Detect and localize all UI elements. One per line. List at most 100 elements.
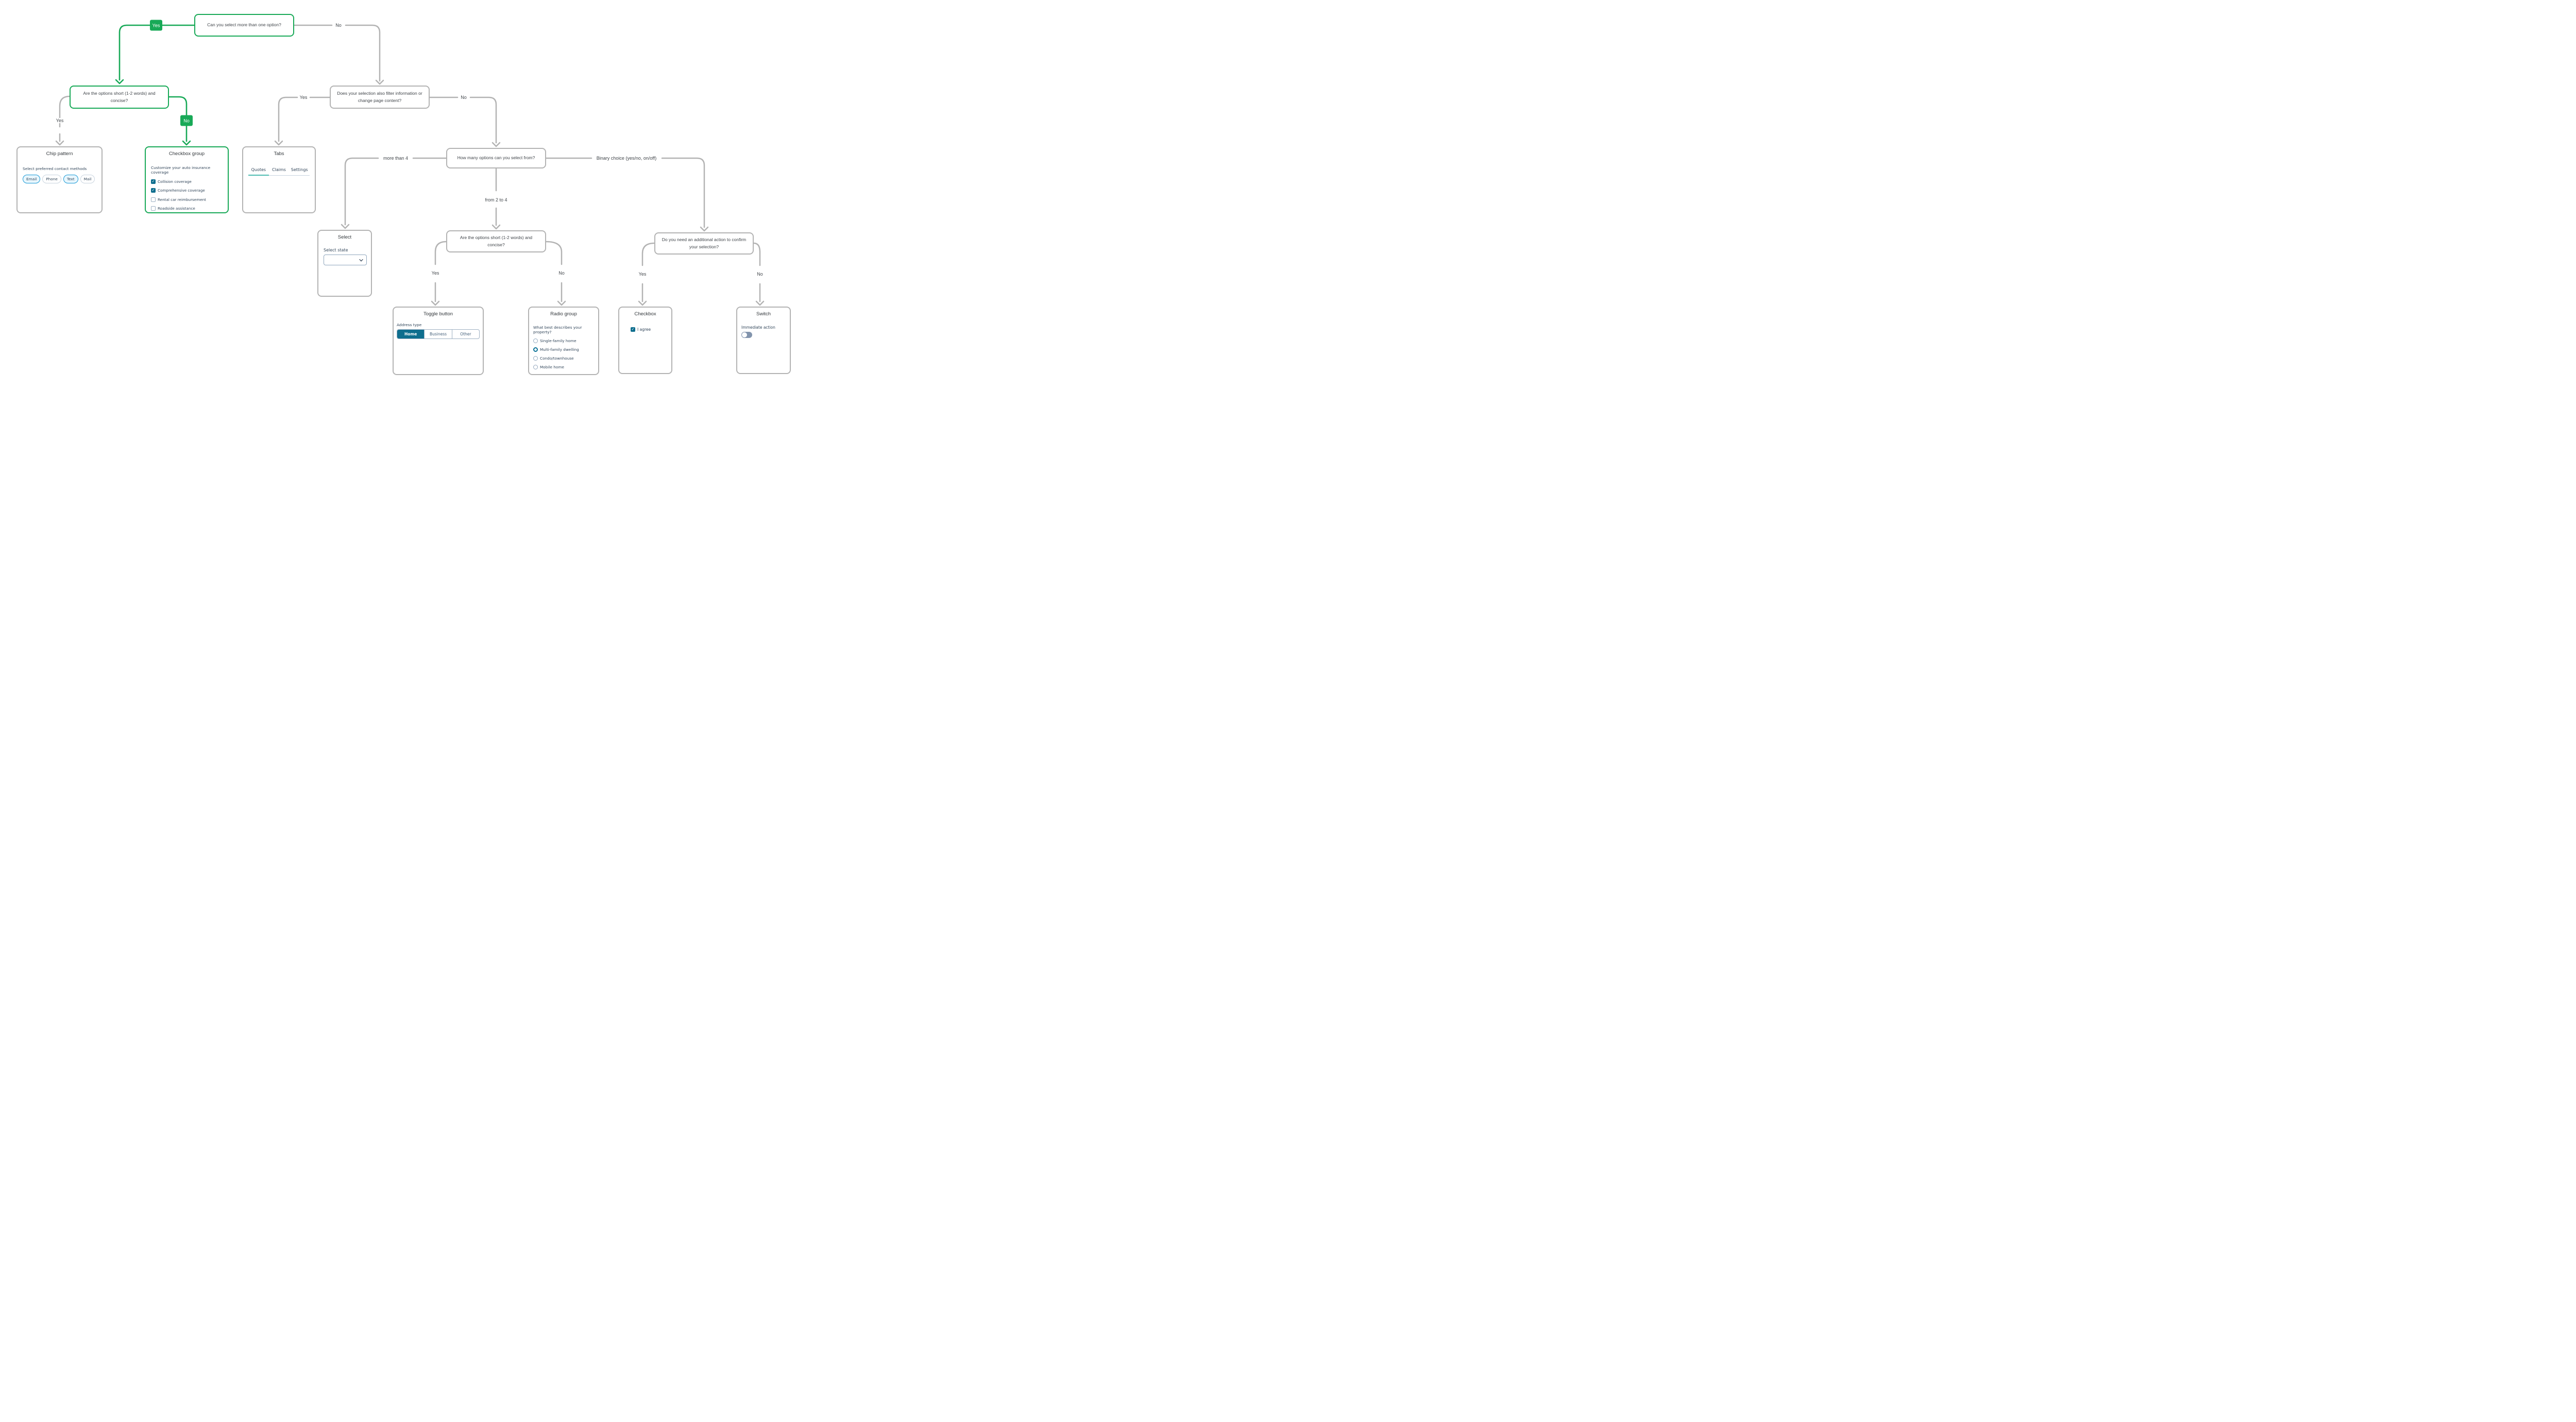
arrow-into-q-short1 bbox=[115, 79, 124, 84]
question-text: How many options can you select from? bbox=[457, 155, 535, 161]
arrow-into-q-confirm bbox=[700, 226, 709, 232]
wire-q6-yes-a bbox=[641, 242, 655, 266]
radio-option-multi-family[interactable]: Multi-family dwelling bbox=[533, 347, 594, 352]
arrow-into-checkbox bbox=[638, 300, 647, 306]
card-title: Tabs bbox=[274, 151, 284, 157]
checkbox-option-label: I agree bbox=[637, 327, 651, 332]
arrow-into-q-how-many bbox=[492, 142, 501, 147]
wire-q3-yes-b bbox=[278, 96, 298, 142]
radio-selected-icon bbox=[533, 347, 538, 352]
arrow-into-tabs bbox=[274, 140, 283, 146]
chip-pattern-card: Chip pattern Select preferred contact me… bbox=[16, 146, 103, 213]
radio-option-mobile-home[interactable]: Mobile home bbox=[533, 365, 594, 369]
question-options-short-1: Are the options short (1-2 words) and co… bbox=[70, 86, 169, 109]
branch-label-yes: Yes bbox=[54, 118, 65, 123]
wire-q5-no-a bbox=[545, 241, 563, 265]
chevron-down-icon bbox=[359, 259, 363, 262]
question-how-many-options: How many options can you select from? bbox=[446, 148, 546, 168]
radio-unselected-icon bbox=[533, 356, 538, 361]
select-card: Select Select state bbox=[317, 230, 372, 297]
wire-q1-no-b bbox=[345, 24, 381, 82]
toggle-button-group: Home Business Other bbox=[397, 329, 480, 339]
toggle-option-business[interactable]: Business bbox=[424, 330, 451, 338]
tab-claims[interactable]: Claims bbox=[268, 167, 290, 176]
checkbox-option-comprehensive[interactable]: Comprehensive coverage bbox=[151, 188, 223, 193]
branch-label-no: No bbox=[557, 270, 566, 276]
chip-text[interactable]: Text bbox=[63, 175, 78, 183]
chip-mail[interactable]: Mail bbox=[80, 175, 95, 183]
switch-toggle[interactable] bbox=[741, 332, 752, 338]
flowchart-canvas: Can you select more than one option? Are… bbox=[0, 0, 798, 383]
checkbox-option-roadside[interactable]: Roadside assistance bbox=[151, 206, 223, 211]
card-title: Toggle button bbox=[423, 311, 453, 317]
select-input[interactable] bbox=[324, 255, 367, 265]
radio-unselected-icon bbox=[533, 338, 538, 343]
green-connectors bbox=[115, 24, 195, 146]
toggle-option-other[interactable]: Other bbox=[451, 330, 479, 338]
checkbox-option-i-agree[interactable]: I agree bbox=[624, 327, 666, 332]
chip-phone[interactable]: Phone bbox=[42, 175, 61, 183]
radio-option-label: Single-family home bbox=[540, 338, 577, 343]
switch-label: Immediate action bbox=[741, 325, 775, 330]
wire-q4-left-b bbox=[344, 157, 379, 226]
checkbox-unchecked-icon bbox=[151, 197, 156, 202]
wire-q4-right-b bbox=[661, 157, 705, 228]
tab-bar: Quotes Claims Settings bbox=[248, 167, 310, 176]
checkbox-option-label: Roadside assistance bbox=[158, 206, 195, 211]
checkbox-group-card: Checkbox group Customize your auto insur… bbox=[145, 146, 229, 213]
question-text: Can you select more than one option? bbox=[207, 22, 281, 28]
checkbox-checked-icon bbox=[151, 179, 156, 184]
radio-group-card: Radio group What best describes your pro… bbox=[528, 307, 599, 375]
no-badge-label: No bbox=[183, 118, 190, 123]
arrow-into-toggle bbox=[431, 300, 440, 306]
radio-unselected-icon bbox=[533, 365, 538, 369]
card-title: Chip pattern bbox=[46, 151, 73, 157]
branch-label-yes: Yes bbox=[298, 95, 309, 100]
radio-option-label: Multi-family dwelling bbox=[540, 347, 579, 352]
gray-connectors bbox=[55, 24, 765, 306]
arrow-into-checkbox-group bbox=[182, 140, 191, 146]
checkbox-option-collision[interactable]: Collision coverage bbox=[151, 179, 223, 184]
tab-settings[interactable]: Settings bbox=[289, 167, 310, 176]
checkbox-group-label: Customize your auto insurance coverage bbox=[151, 165, 211, 175]
question-selection-filters: Does your selection also filter informat… bbox=[330, 86, 430, 109]
card-title: Select bbox=[337, 234, 352, 240]
branch-label-yes: Yes bbox=[430, 270, 441, 276]
checkbox-option-label: Collision coverage bbox=[158, 179, 192, 184]
checkbox-option-rental[interactable]: Rental car reimbursement bbox=[151, 197, 223, 202]
question-options-short-2: Are the options short (1-2 words) and co… bbox=[446, 230, 546, 252]
chip-email[interactable]: Email bbox=[23, 175, 41, 183]
toggle-option-home[interactable]: Home bbox=[397, 330, 425, 338]
card-title: Switch bbox=[756, 311, 771, 317]
wire-q6-no-a bbox=[753, 242, 761, 266]
checkbox-unchecked-icon bbox=[151, 206, 156, 211]
radio-option-label: Condo/townhouse bbox=[540, 356, 574, 361]
checkbox-card: Checkbox I agree bbox=[618, 307, 672, 374]
branch-label-no: No bbox=[755, 272, 765, 277]
connector-wires bbox=[55, 24, 765, 306]
toggle-group-label: Address type bbox=[397, 323, 422, 327]
card-title: Checkbox group bbox=[168, 151, 205, 157]
question-text: Are the options short (1-2 words) and co… bbox=[83, 90, 156, 103]
arrow-into-select bbox=[341, 224, 350, 229]
question-text: Are the options short (1-2 words) and co… bbox=[460, 234, 533, 247]
branch-label-more-than-4: more than 4 bbox=[381, 156, 410, 161]
checkbox-checked-icon bbox=[151, 188, 156, 193]
arrow-into-chip-pattern bbox=[55, 140, 64, 146]
tab-quotes[interactable]: Quotes bbox=[248, 167, 269, 176]
checkbox-checked-icon bbox=[631, 327, 635, 332]
question-text: Does your selection also filter informat… bbox=[337, 90, 422, 103]
chip-group-label: Select preferred contact methods bbox=[23, 166, 87, 171]
no-badge: No bbox=[180, 115, 193, 126]
wire-q2-no bbox=[168, 96, 188, 142]
branch-label-no: No bbox=[334, 23, 343, 28]
branch-label-no: No bbox=[459, 95, 468, 100]
radio-option-single-family[interactable]: Single-family home bbox=[533, 338, 594, 343]
checkbox-option-label: Comprehensive coverage bbox=[158, 188, 205, 193]
tabs-card: Tabs Quotes Claims Settings bbox=[242, 146, 316, 213]
question-confirm-action: Do you need an additional action to conf… bbox=[654, 232, 754, 255]
radio-option-condo[interactable]: Condo/townhouse bbox=[533, 356, 594, 361]
branch-label-yes: Yes bbox=[637, 272, 648, 277]
chip-group: Email Phone Text Mail bbox=[23, 175, 96, 183]
card-title: Radio group bbox=[550, 311, 577, 317]
